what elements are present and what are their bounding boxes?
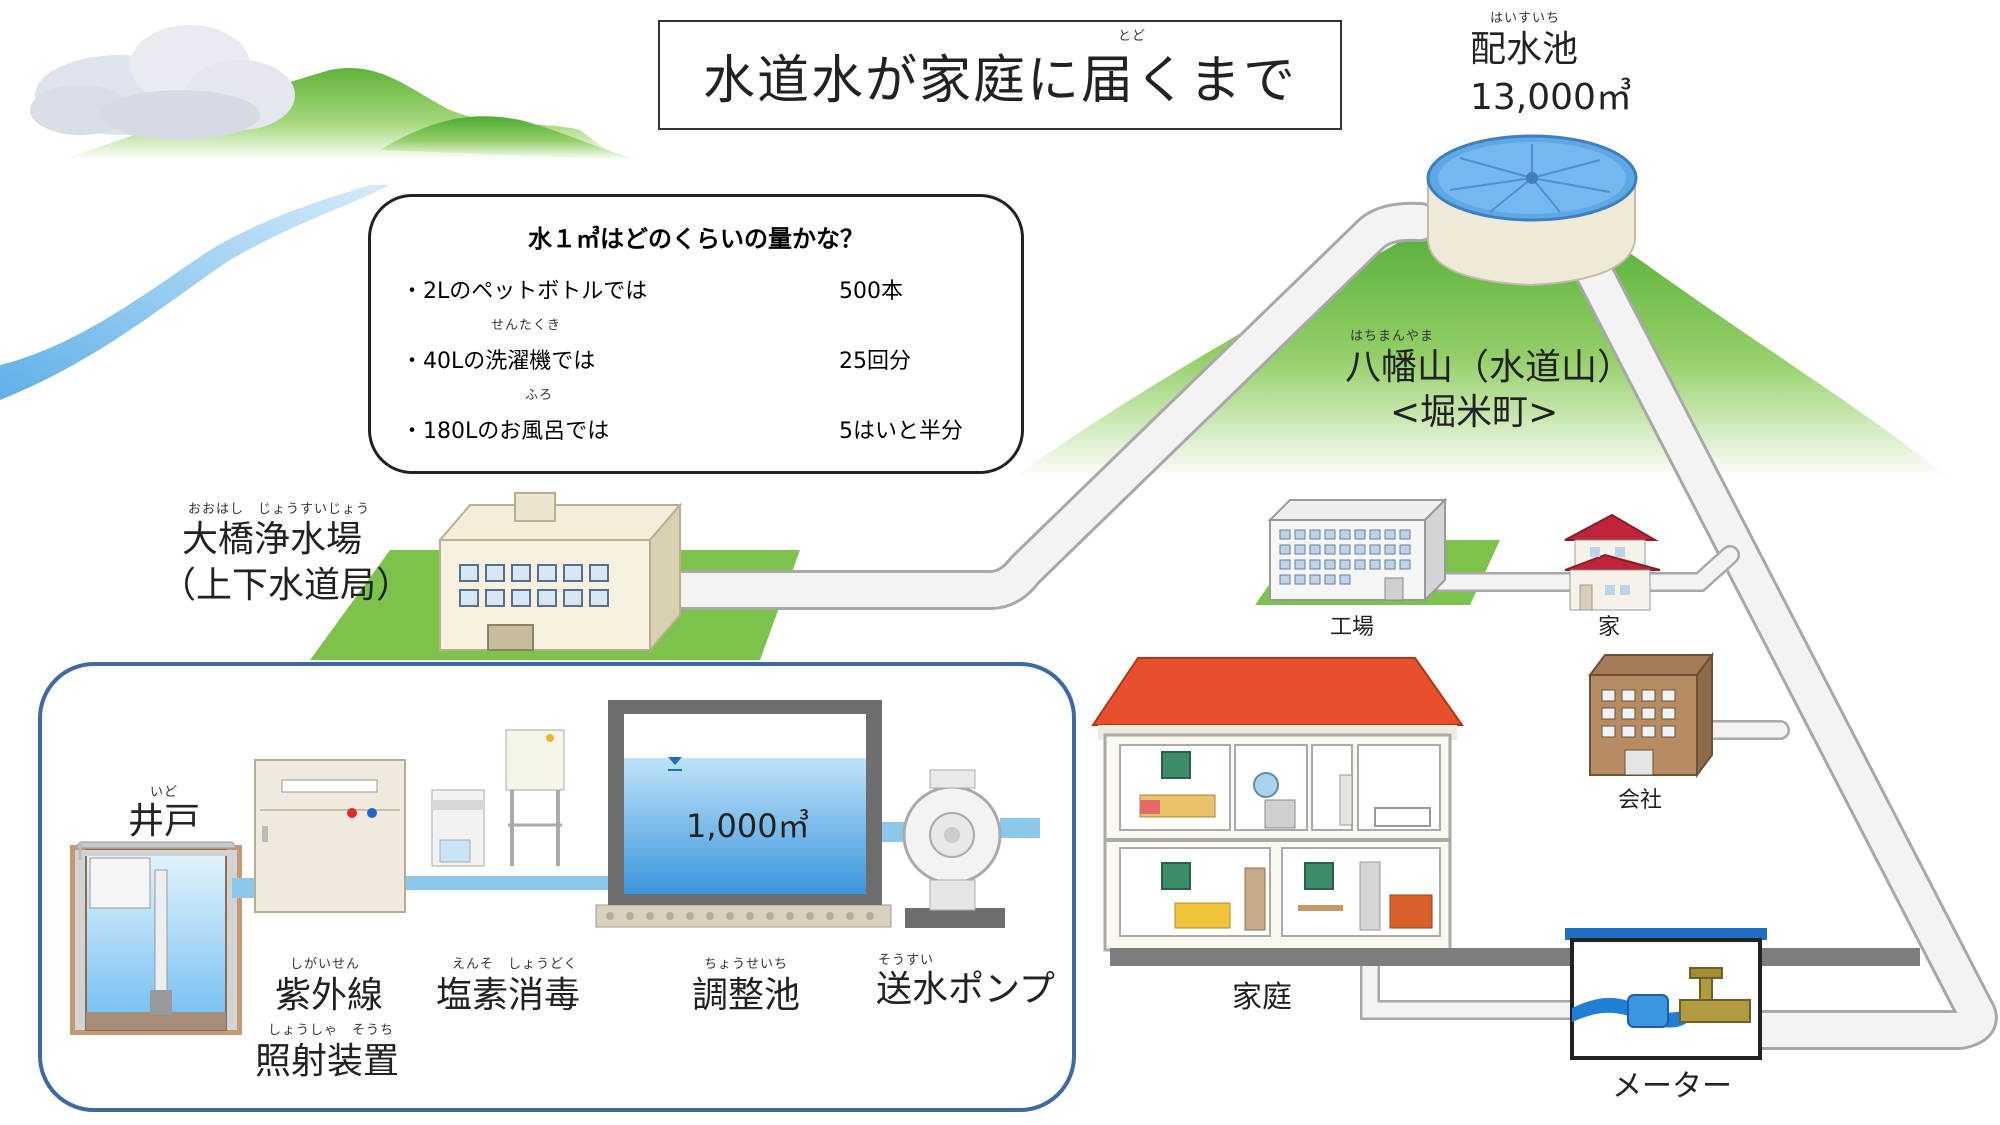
pump-label: 送水ポンプ	[876, 969, 1055, 1010]
info-box: 水１㎥はどのくらいの量かな？ ・2Lのペットボトルでは 500本 せんたくき ・…	[368, 194, 1024, 474]
info-row-3-label: ・180Lのお風呂では	[401, 419, 610, 444]
factory-label: 工場	[1330, 615, 1375, 640]
mountain-ruby: はちまんやま	[1350, 329, 1435, 344]
small-house	[1564, 513, 1661, 611]
plant-sub: （上下水道局）	[160, 565, 413, 606]
mountain-hachiman	[1010, 207, 1950, 480]
tank-label: 調整池	[692, 975, 801, 1016]
info-row-3-ruby: ふろ	[525, 388, 554, 403]
company-label: 会社	[1618, 788, 1663, 813]
cloud	[30, 25, 295, 140]
home-cutaway	[1091, 657, 1464, 952]
info-row-2-value: 25回分	[839, 349, 911, 374]
company-building	[1588, 652, 1714, 778]
ohashi-plant-building	[437, 492, 683, 653]
chlorine-ruby: えんそ しょうどく	[452, 957, 578, 972]
mountain-name: 八幡山（水道山）	[1345, 347, 1634, 388]
info-row-1-label: ・2Lのペットボトルでは	[401, 279, 648, 304]
reservoir-tank	[1426, 134, 1638, 287]
process-box	[38, 662, 1076, 1112]
home-label: 家庭	[1232, 980, 1292, 1015]
pipe-to-reservoir	[652, 201, 1440, 610]
meter-box	[1565, 928, 1767, 1060]
factory-building	[1267, 497, 1448, 603]
uv-unit	[254, 759, 406, 913]
reservoir-ruby: はいすいち	[1490, 11, 1561, 26]
title-ruby: とど	[1118, 29, 1147, 44]
info-row-1-value: 500本	[839, 279, 903, 304]
title-box: 水道水が家庭に届くまで	[658, 20, 1342, 130]
chlorine-label: 塩素消毒	[436, 975, 581, 1016]
home-base-slab	[1110, 948, 1920, 966]
pipe-to-meter	[1565, 235, 1998, 1050]
well-ruby: いど	[150, 785, 179, 800]
tank-capacity: 1,000㎥	[686, 807, 810, 845]
info-row-2-ruby: せんたくき	[491, 318, 562, 333]
well-structure	[70, 841, 242, 1035]
chlorine-unit	[431, 729, 565, 867]
page-title: 水道水が家庭に届くまで	[702, 50, 1297, 111]
river	[0, 185, 390, 400]
tank-ruby: ちょうせいち	[704, 957, 789, 972]
plant-name: 大橋浄水場	[182, 519, 363, 560]
uv-label: 紫外線	[275, 975, 384, 1016]
uv-label-2: 照射装置	[255, 1041, 400, 1082]
adjustment-tank	[595, 700, 892, 928]
branch-pipes	[1360, 545, 1790, 1020]
meter-label: メーター	[1612, 1069, 1732, 1104]
house-label: 家	[1598, 615, 1621, 640]
well-label: 井戸	[128, 801, 201, 842]
reservoir-capacity: 13,000㎥	[1470, 77, 1632, 118]
transmission-pump	[902, 769, 1005, 928]
info-row-2-label: ・40Lの洗濯機では	[401, 349, 596, 374]
plant-ruby: おおはし じょうすいじょう	[188, 502, 371, 517]
info-heading: 水１㎥はどのくらいの量かな？	[528, 225, 864, 253]
pump-ruby: そうすい	[878, 953, 935, 968]
mountain-town: <堀米町>	[1390, 392, 1559, 433]
uv-ruby-2: しょうしゃ そうち	[268, 1023, 395, 1038]
uv-ruby: しがいせん	[290, 957, 361, 972]
reservoir-name: 配水池	[1470, 29, 1579, 70]
info-row-3-value: 5はいと半分	[839, 419, 963, 444]
process-pipes	[232, 818, 1040, 898]
